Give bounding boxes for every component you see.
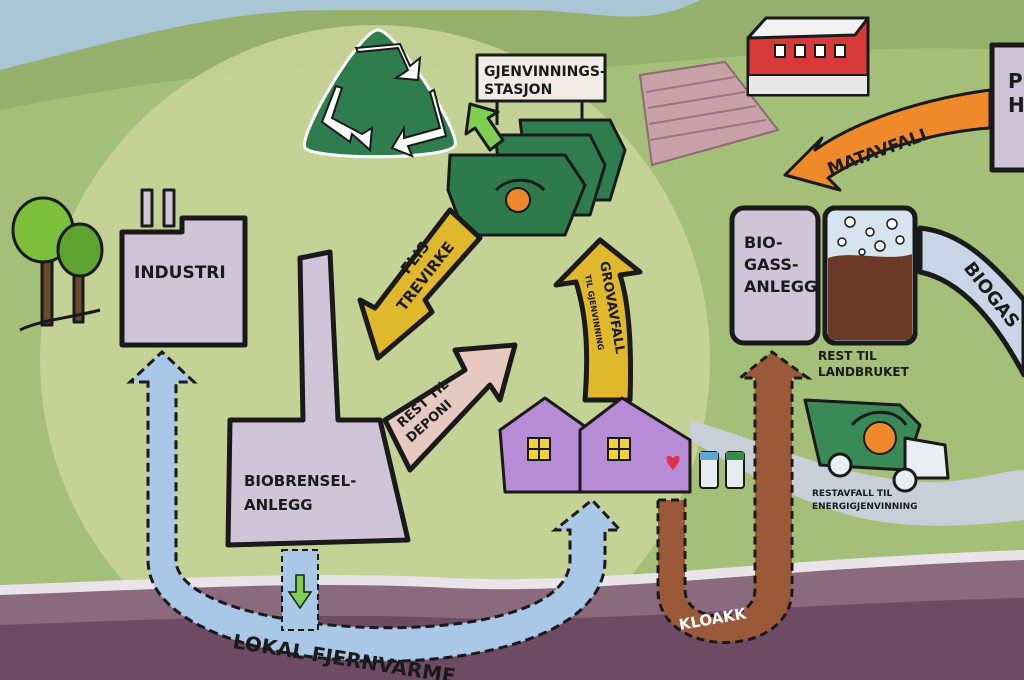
gjenvinningsstasjon-sign: GJENVINNINGS- STASJON (475, 53, 607, 125)
biogass-label-1: BIO- (744, 233, 783, 252)
biobrensel-label-1: BIOBRENSEL- (244, 472, 356, 490)
bins (699, 451, 745, 489)
biogassanlegg: BIO- GASS- ANLEGG REST TIL LANDBRUKET (729, 205, 918, 379)
edge-sign-text-1: P (1008, 69, 1023, 93)
rest-landbruket-2: LANDBRUKET (818, 365, 910, 379)
field-rows (645, 76, 767, 141)
kloakk-arrow: KLOAKK (656, 350, 813, 644)
restavfall-label-2: ENERGIGJENVINNING (812, 502, 918, 512)
biogass-label-3: ANLEGG (744, 277, 817, 296)
garbage-truck-icon: RESTAVFALL TIL ENERGIGJENVINNING (803, 398, 950, 512)
green-arrow (464, 102, 505, 152)
restavfall-label-1: RESTAVFALL TIL (812, 489, 892, 499)
down-arrow-small (281, 549, 319, 631)
biogass-label-2: GASS- (744, 255, 798, 274)
container-icon (446, 118, 627, 237)
rest-landbruket-1: REST TIL (818, 349, 877, 363)
bubbles (837, 216, 905, 256)
industri-building: INDUSTRI (119, 188, 248, 348)
barn-icon (746, 16, 870, 97)
edge-sign-text-2: H (1008, 93, 1024, 117)
industri-label: INDUSTRI (134, 263, 226, 283)
gjenvinning-text-2: STASJON (484, 82, 552, 98)
biobrensel-label-2: ANLEGG (244, 496, 313, 514)
tree-icon (11, 196, 104, 332)
biobrensel-building: BIOBRENSEL- ANLEGG (225, 249, 411, 548)
road (690, 420, 1024, 526)
heart-icon (666, 455, 680, 470)
houses (498, 396, 692, 494)
edge-sign: P H (989, 42, 1024, 173)
grovavfall-arrow: GROVAVFALL TIL GJENVINNING (553, 237, 643, 403)
gjenvinning-text-1: GJENVINNINGS- (484, 64, 606, 80)
recycle-icon (303, 28, 457, 159)
